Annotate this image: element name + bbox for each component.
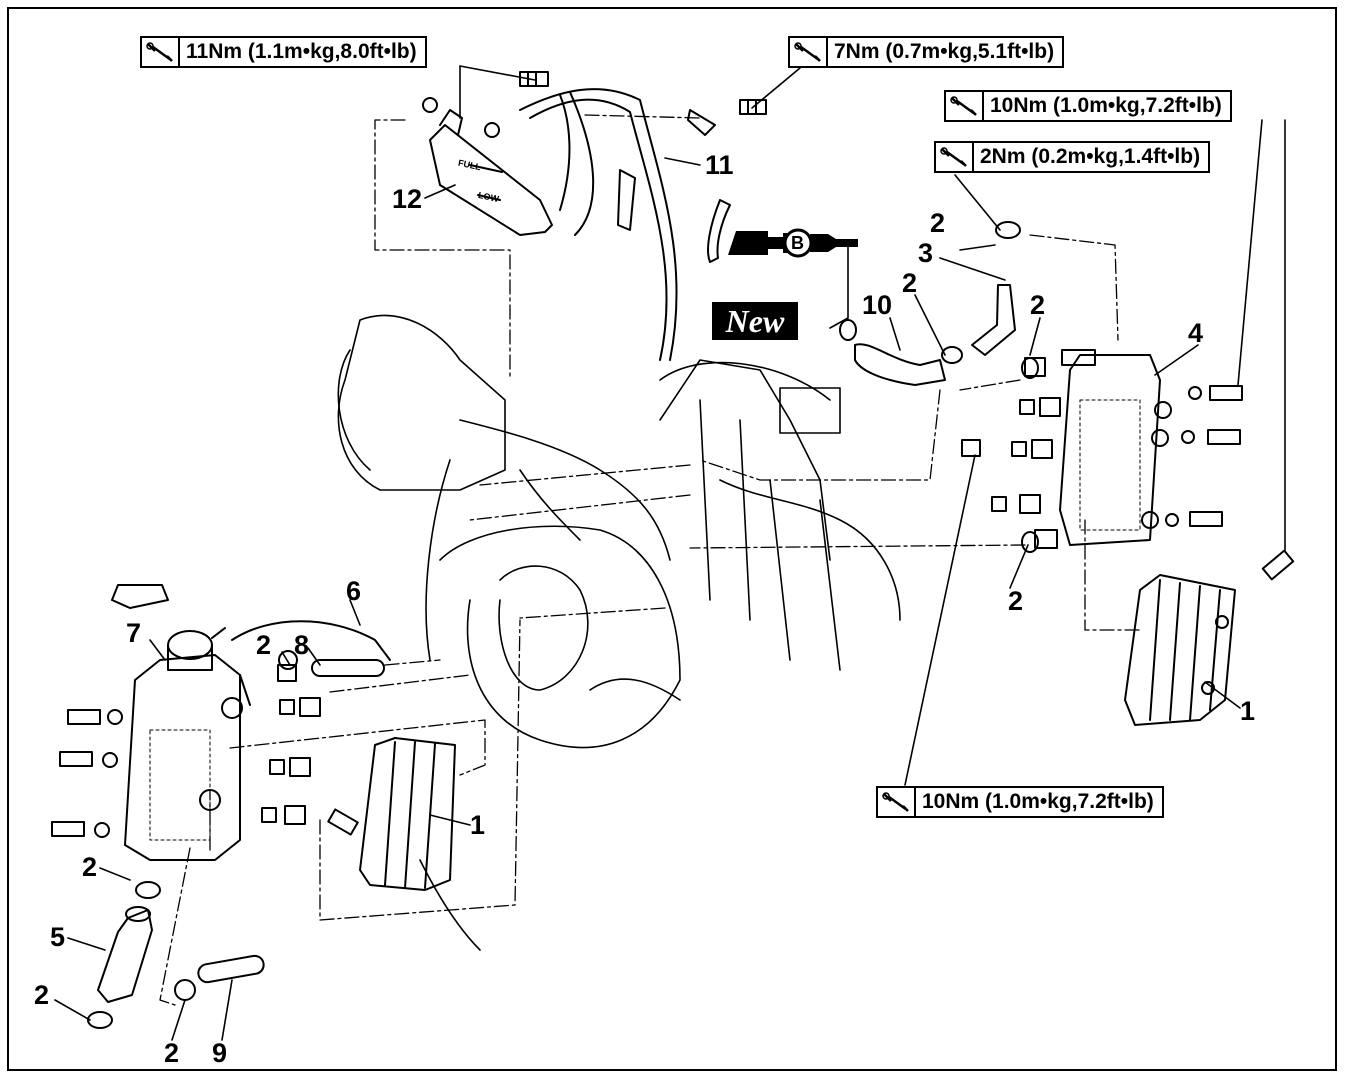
torque-wrench-icon [936, 143, 974, 171]
callout-2: 2 [1008, 586, 1024, 616]
torque-spec-text: 11Nm (1.1m•kg,8.0ft•lb) [186, 40, 417, 63]
torque-spec-10nm-lower: 10Nm (1.0m•kg,7.2ft•lb) [876, 786, 1164, 818]
callout-7: 7 [126, 618, 142, 648]
callout-2: 2 [82, 852, 98, 882]
callout-12: 12 [392, 184, 423, 214]
torque-wrench-icon [878, 788, 916, 816]
torque-spec-10nm-upper: 10Nm (1.0m•kg,7.2ft•lb) [944, 90, 1232, 122]
hose-9 [197, 954, 265, 984]
diagram-frame [7, 7, 1337, 1071]
coolant-reservoir-tank [422, 97, 553, 236]
hose-8 [311, 659, 385, 677]
callout-2: 2 [256, 630, 272, 660]
lubricant-b-label: B [791, 233, 804, 253]
torque-spec-text: 10Nm (1.0m•kg,7.2ft•lb) [922, 790, 1154, 813]
callout-2: 2 [902, 268, 918, 298]
hose-clamp-2e [135, 881, 161, 899]
hose-clamp-small [617, 169, 636, 231]
breather-hose [519, 88, 678, 361]
hose-clamp-2b [941, 346, 963, 364]
new-part-badge: New [712, 302, 798, 340]
radiator-left-grommets [261, 664, 321, 825]
callout-2: 2 [1030, 290, 1046, 320]
torque-wrench-icon [142, 38, 180, 66]
callout-2: 2 [34, 980, 50, 1010]
torque-spec-text: 2Nm (0.2m•kg,1.4ft•lb) [980, 145, 1201, 168]
callout-1: 1 [1240, 696, 1256, 726]
leader-lines [54, 65, 1286, 1041]
callout-5: 5 [50, 922, 66, 952]
hose-clamp-2d [1021, 531, 1039, 553]
bolt-top-left [519, 71, 549, 87]
hose-clamp-2f [87, 1011, 113, 1029]
cable-tie [707, 199, 731, 263]
hose-clamp-2g [174, 979, 196, 1001]
torque-spec-7nm: 7Nm (0.7m•kg,5.1ft•lb) [788, 36, 1065, 68]
bolt-top-mid [739, 99, 767, 115]
radiator-hose-3 [971, 284, 1016, 356]
hose-clamp-2a [995, 221, 1021, 239]
o-ring [839, 319, 857, 341]
callout-6: 6 [346, 576, 362, 606]
callout-11: 11 [705, 150, 734, 180]
hose-clip-top [687, 109, 716, 136]
torque-spec-2nm: 2Nm (0.2m•kg,1.4ft•lb) [934, 141, 1211, 173]
callout-10: 10 [862, 290, 893, 320]
assembly-lines [159, 114, 1141, 1006]
callout-3: 3 [918, 238, 934, 268]
hose-clamp-2c [1021, 357, 1039, 379]
bolt-pipe [961, 439, 981, 457]
torque-spec-11nm: 11Nm (1.1m•kg,8.0ft•lb) [140, 36, 427, 68]
radiator-left-bolts [51, 709, 359, 838]
torque-spec-text: 10Nm (1.0m•kg,7.2ft•lb) [990, 94, 1222, 117]
hose-clamp-2h [278, 650, 298, 670]
torque-wrench-icon [790, 38, 828, 66]
radiator-right [1059, 349, 1172, 546]
hose-5 [97, 906, 153, 1003]
callout-2: 2 [930, 208, 946, 238]
radiator-right-grommets [991, 357, 1061, 549]
callout-8: 8 [294, 630, 310, 660]
radiator-pipe-10 [854, 343, 946, 386]
torque-spec-text: 7Nm (0.7m•kg,5.1ft•lb) [834, 40, 1055, 63]
lubricant-b-icon: B [728, 225, 858, 261]
motorcycle-frame [337, 314, 901, 951]
radiator-left [124, 654, 251, 861]
radiator-guard-right [1124, 574, 1236, 726]
radiator-right-bolts [1165, 385, 1295, 581]
callout-9: 9 [212, 1038, 228, 1068]
torque-wrench-icon [946, 92, 984, 120]
hose-6 [231, 620, 391, 661]
callout-4: 4 [1188, 318, 1204, 348]
radiator-guard-left [359, 737, 456, 891]
callout-1: 1 [470, 810, 486, 840]
radiator-cap [111, 584, 226, 671]
callout-2: 2 [164, 1038, 180, 1068]
